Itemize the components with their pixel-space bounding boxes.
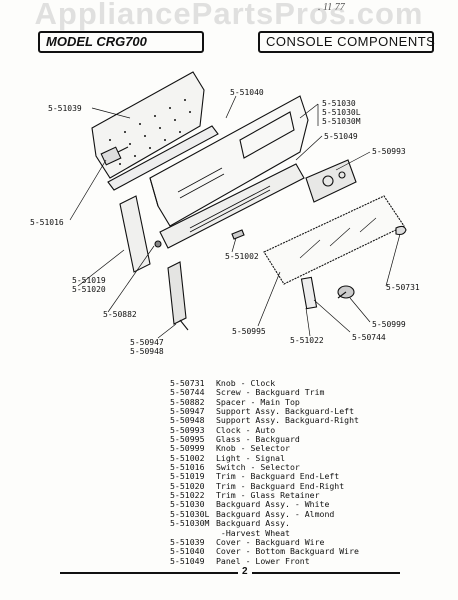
part-number: 5-50995 [170, 434, 205, 445]
legend-row: 5-51019 Trim - Backguard End-Left [170, 471, 359, 482]
part-description: Cover - Bottom Backguard Wire [216, 546, 359, 557]
legend-row: 5-50744 Screw - Backguard Trim [170, 387, 359, 398]
footer-rule [60, 572, 400, 574]
part-description: Panel - Lower Front [216, 555, 310, 566]
part-number: 5-50882 [170, 396, 205, 407]
watermark: AppliancePartsPros.com [34, 0, 424, 31]
legend-row: 5-51040 Cover - Bottom Backguard Wire [170, 546, 359, 557]
part-description: Light - Signal [216, 452, 286, 463]
legend-row: 5-50995 Glass - Backguard [170, 434, 359, 445]
callout-5-50947: 5-50947 [130, 338, 164, 347]
callout-5-51030: 5-51030 [322, 99, 356, 108]
callout-5-51002: 5-51002 [225, 252, 259, 261]
callout-5-51040: 5-51040 [230, 88, 264, 97]
part-description: Glass - Backguard [216, 434, 300, 445]
part-description: Spacer - Main Top [216, 396, 300, 407]
part-number: 5-51039 [170, 536, 205, 547]
part-description: Knob - Selector [216, 443, 290, 454]
callout-5-50993: 5-50993 [372, 147, 406, 156]
callout-5-50999: 5-50999 [372, 320, 406, 329]
part-description: Trim - Glass Retainer [216, 490, 320, 501]
part-description: Backguard Assy. - White [216, 499, 330, 510]
callout-5-51016: 5-51016 [30, 218, 64, 227]
part-number: 5-51016 [170, 462, 205, 473]
bottom-wire-cover-part [107, 125, 219, 191]
clock-part [305, 159, 357, 203]
legend-row: 5-50999 Knob - Selector [170, 443, 359, 454]
callout-5-51049: 5-51049 [324, 132, 358, 141]
callout-5-50995: 5-50995 [232, 327, 266, 336]
exploded-parts-diagram [69, 71, 407, 339]
legend-row: 5-50947 Support Assy. Backguard-Left [170, 406, 359, 417]
legend-row: 5-51049 Panel - Lower Front [170, 555, 359, 566]
part-number: 5-51040 [170, 546, 205, 557]
legend-row: 5-50882 Spacer - Main Top [170, 396, 359, 407]
callout-5-50948: 5-50948 [130, 347, 164, 356]
part-number: 5-51049 [170, 555, 205, 566]
callout-5-50744: 5-50744 [352, 333, 386, 342]
part-description: Cover - Backguard Wire [216, 536, 325, 547]
part-number: 5-50948 [170, 415, 205, 426]
legend-row: 5-51022 Trim - Glass Retainer [170, 490, 359, 501]
callout-5-51039: 5-51039 [48, 104, 82, 113]
part-description: Backguard Assy. - Almond [216, 508, 335, 519]
legend-row: 5-51002 Light - Signal [170, 452, 359, 463]
handwritten-note: . 11 77 [318, 2, 345, 13]
legend-row: 5-51030M Backguard Assy. [170, 518, 359, 529]
part-number: 5-51030L [170, 508, 210, 519]
part-description: Backguard Assy. [216, 518, 290, 529]
part-description: Screw - Backguard Trim [216, 387, 325, 398]
part-description: Support Assy. Backguard-Left [216, 406, 355, 417]
part-description: Support Assy. Backguard-Right [216, 415, 359, 426]
callout-5-51020: 5-51020 [72, 285, 106, 294]
part-number: 5-50993 [170, 424, 205, 435]
legend-row: 5-50731 Knob - Clock [170, 378, 359, 388]
part-number: 5-51030M [170, 518, 210, 529]
clock-knob-part [395, 225, 407, 236]
part-number: 5-51022 [170, 490, 205, 501]
part-description: Switch - Selector [216, 462, 300, 473]
legend-row: 5-50948 Support Assy. Backguard-Right [170, 415, 359, 426]
backguard-support-part [167, 261, 187, 325]
part-description: Knob - Clock [216, 378, 276, 388]
model-title: MODEL CRG700 [38, 31, 204, 53]
part-description: Trim - Backguard End-Right [216, 480, 345, 491]
legend-row: 5-51016 Switch - Selector [170, 462, 359, 473]
legend-row: 5-51030 Backguard Assy. - White [170, 499, 359, 510]
page-number: 2 [238, 566, 252, 577]
part-description: -Harvest Wheat [216, 527, 290, 538]
part-description: Clock - Auto [216, 424, 276, 435]
glass-retainer-trim-part [300, 276, 318, 310]
part-number: 5-50999 [170, 443, 205, 454]
spacer-part [154, 240, 162, 248]
end-trim-part [119, 195, 151, 273]
callout-5-51019: 5-51019 [72, 276, 106, 285]
legend-row: 5-51020 Trim - Backguard End-Right [170, 480, 359, 491]
callout-5-51030M: 5-51030M [322, 117, 361, 126]
callout-5-50882: 5-50882 [103, 310, 137, 319]
legend-row: 5-51039 Cover - Backguard Wire [170, 536, 359, 547]
callout-5-50731: 5-50731 [386, 283, 420, 292]
part-description: Trim - Backguard End-Left [216, 471, 340, 482]
part-number: 5-51002 [170, 452, 205, 463]
callout-5-51030L: 5-51030L [322, 108, 361, 117]
part-number: 5-51019 [170, 471, 205, 482]
part-number: 5-50744 [170, 387, 205, 398]
legend-row: 5-50993 Clock - Auto [170, 424, 359, 435]
part-number: 5-51020 [170, 480, 205, 491]
legend-row: -Harvest Wheat [170, 527, 359, 538]
callout-5-51022: 5-51022 [290, 336, 324, 345]
section-title: CONSOLE COMPONENTS [258, 31, 435, 53]
part-number: 5-50731 [170, 378, 205, 388]
signal-light-part [231, 229, 245, 240]
legend-row: 5-51030L Backguard Assy. - Almond [170, 508, 359, 519]
parts-legend: 5-50731 Knob - Clock 5-50744 Screw - Backg… [170, 378, 359, 566]
part-number: 5-51030 [170, 499, 205, 510]
backguard-glass-part [263, 195, 405, 285]
part-number: 5-50947 [170, 406, 205, 417]
